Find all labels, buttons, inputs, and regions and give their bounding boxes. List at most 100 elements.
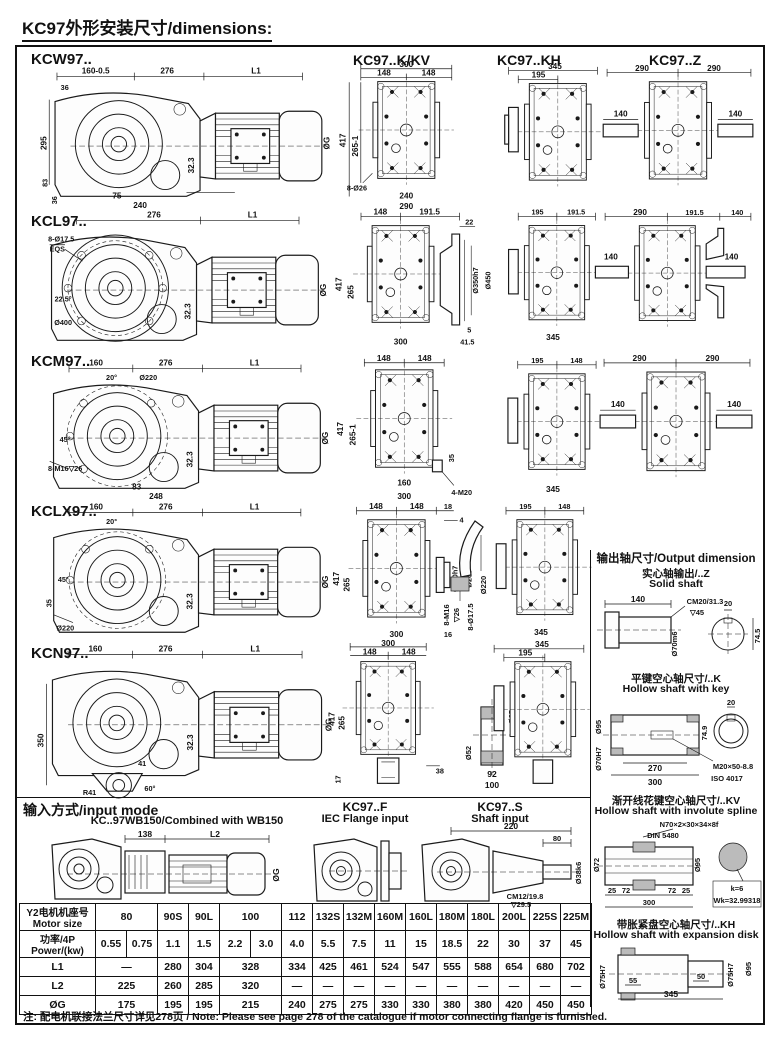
input-wb-label: KC..97WB150/Combined with WB150 xyxy=(90,815,284,827)
dim: 191.5 xyxy=(567,208,585,217)
dim: 45° xyxy=(58,575,69,584)
dim: 140 xyxy=(611,399,625,409)
dim: 83 xyxy=(132,482,142,491)
dim: 195 xyxy=(531,208,543,217)
dim: CM12/19.8 xyxy=(507,892,544,901)
dim: 148 xyxy=(558,502,570,511)
dim: L1 xyxy=(250,359,260,368)
cell: 215 xyxy=(219,995,282,1015)
spec-table: Y2电机机座号 Motor size 80 90S 90L 100 112 13… xyxy=(19,903,592,1015)
dim: L2 xyxy=(210,829,220,839)
dim: DIN 5480 xyxy=(647,831,679,840)
cell: — xyxy=(529,976,561,996)
input-flange-drawing xyxy=(313,838,409,902)
dim: 345 xyxy=(535,640,549,649)
dim: 276 xyxy=(159,359,173,368)
dim: L1 xyxy=(250,503,260,512)
cell: — xyxy=(374,976,406,996)
kclx97-detail-drawing: 8-M16 ▽26 8-Ø17.5 Ø220 xyxy=(442,520,488,631)
dim: Ø52 xyxy=(464,746,473,760)
dim: 36 xyxy=(50,196,59,204)
dim: 290 xyxy=(707,64,721,73)
dim: 83 xyxy=(40,179,49,187)
dim: Ø220 xyxy=(139,373,157,382)
dim: k=6 xyxy=(731,884,744,893)
dim: 290 xyxy=(399,202,413,211)
dim: 50 xyxy=(697,972,705,981)
dim: EQS xyxy=(50,244,65,253)
kcn97-kh-drawing: 345 195 xyxy=(493,640,591,784)
kcn97-kkv-drawing: 300 148 148 417 265 17 38 xyxy=(328,639,444,784)
dim: Ø70m6 xyxy=(670,631,679,656)
header-power: 功率/4P Power/(kw) xyxy=(19,930,96,958)
kcn97-side-drawing: 160 276 L1 350 32.3 41 R41 60° ØG xyxy=(37,645,333,799)
dim: 32.3 xyxy=(186,593,195,609)
cell: 195 xyxy=(188,995,220,1015)
dim: 38 xyxy=(436,767,444,776)
cell: 450 xyxy=(529,995,561,1015)
dim: 32.3 xyxy=(186,734,195,750)
dim: Ø220 xyxy=(479,576,488,594)
cell: 275 xyxy=(343,995,375,1015)
dim: 300 xyxy=(643,898,656,907)
cell: 328 xyxy=(219,957,282,977)
dim: 18 xyxy=(444,502,452,511)
dim: CM20/31.3 xyxy=(687,597,724,606)
dim: 265-1 xyxy=(351,135,360,156)
dim: 32.3 xyxy=(184,303,193,319)
dim: 195 xyxy=(531,356,543,365)
cell: 22 xyxy=(467,930,499,958)
dim: 8-Ø26 xyxy=(347,184,367,193)
dim: 100 xyxy=(485,780,499,790)
dim: 20° xyxy=(106,517,117,526)
kcm97-side-drawing: 160 276 L1 20° Ø220 45° 8-M16▽26 32.3 83… xyxy=(48,359,330,501)
cell: 11 xyxy=(374,930,406,958)
dim: 72 xyxy=(668,886,676,895)
dim: 265-1 xyxy=(349,424,358,446)
cell: — xyxy=(405,976,437,996)
cell: 160L xyxy=(405,903,437,931)
dim: 41.5 xyxy=(460,337,474,346)
dim: 20 xyxy=(727,698,735,707)
cell: 1.1 xyxy=(157,930,189,958)
cell: 555 xyxy=(436,957,468,977)
dim: 148 xyxy=(373,208,387,217)
dim: 4 xyxy=(460,515,465,524)
dim: 35 xyxy=(45,599,54,607)
cell: 680 xyxy=(529,957,561,977)
cell: 4.0 xyxy=(281,930,313,958)
cell: 30 xyxy=(498,930,530,958)
dim: 265 xyxy=(346,285,355,299)
dim: 92 xyxy=(487,769,497,779)
dim: 148 xyxy=(570,356,582,365)
dim: Ø220 xyxy=(56,623,74,632)
dim: 160 xyxy=(89,503,103,512)
dim: L1 xyxy=(250,645,260,654)
dim: 160 xyxy=(88,645,102,654)
dim: 22 xyxy=(465,217,473,226)
kcl97-side-drawing: 276 L1 8-Ø17.5 EQS 22.5° Ø400 32.3 ØG xyxy=(48,211,328,342)
dim: ▽26 xyxy=(452,608,461,623)
dim: 8-M16▽26 xyxy=(48,464,82,473)
cell: 1.5 xyxy=(188,930,220,958)
dim: 290 xyxy=(706,353,720,363)
output-solid-drawing: 140 CM20/31.3 ▽45 Ø70m6 20 74.5 xyxy=(597,594,762,657)
cell: — xyxy=(436,976,468,996)
dim: 16 xyxy=(444,630,452,639)
dim: 140 xyxy=(604,252,618,261)
cell: — xyxy=(343,976,375,996)
kcw97-kkv-drawing: 300 148 148 417 265-1 8-Ø26 240 290 xyxy=(338,60,455,211)
kcl97-kkv-drawing: 148 191.5 22 417 265 Ø350h7 Ø450 5 300 4… xyxy=(335,208,493,347)
dim: 345 xyxy=(548,62,562,71)
cell: 18.5 xyxy=(436,930,468,958)
cell: 225M xyxy=(560,903,592,931)
cell: 240 xyxy=(281,995,313,1015)
table-row-l2: L2 225 260 285 320 — — — — — — — — — — xyxy=(19,976,592,996)
cell: 3.0 xyxy=(250,930,282,958)
dim: 55 xyxy=(629,976,637,985)
cell: 420 xyxy=(498,995,530,1015)
dim: 290 xyxy=(633,353,647,363)
input-flange-label2: IEC Flange input xyxy=(321,813,409,825)
dim: 417 xyxy=(332,572,341,586)
output-solid-title-cn: 实心轴输出/..Z xyxy=(642,568,710,580)
